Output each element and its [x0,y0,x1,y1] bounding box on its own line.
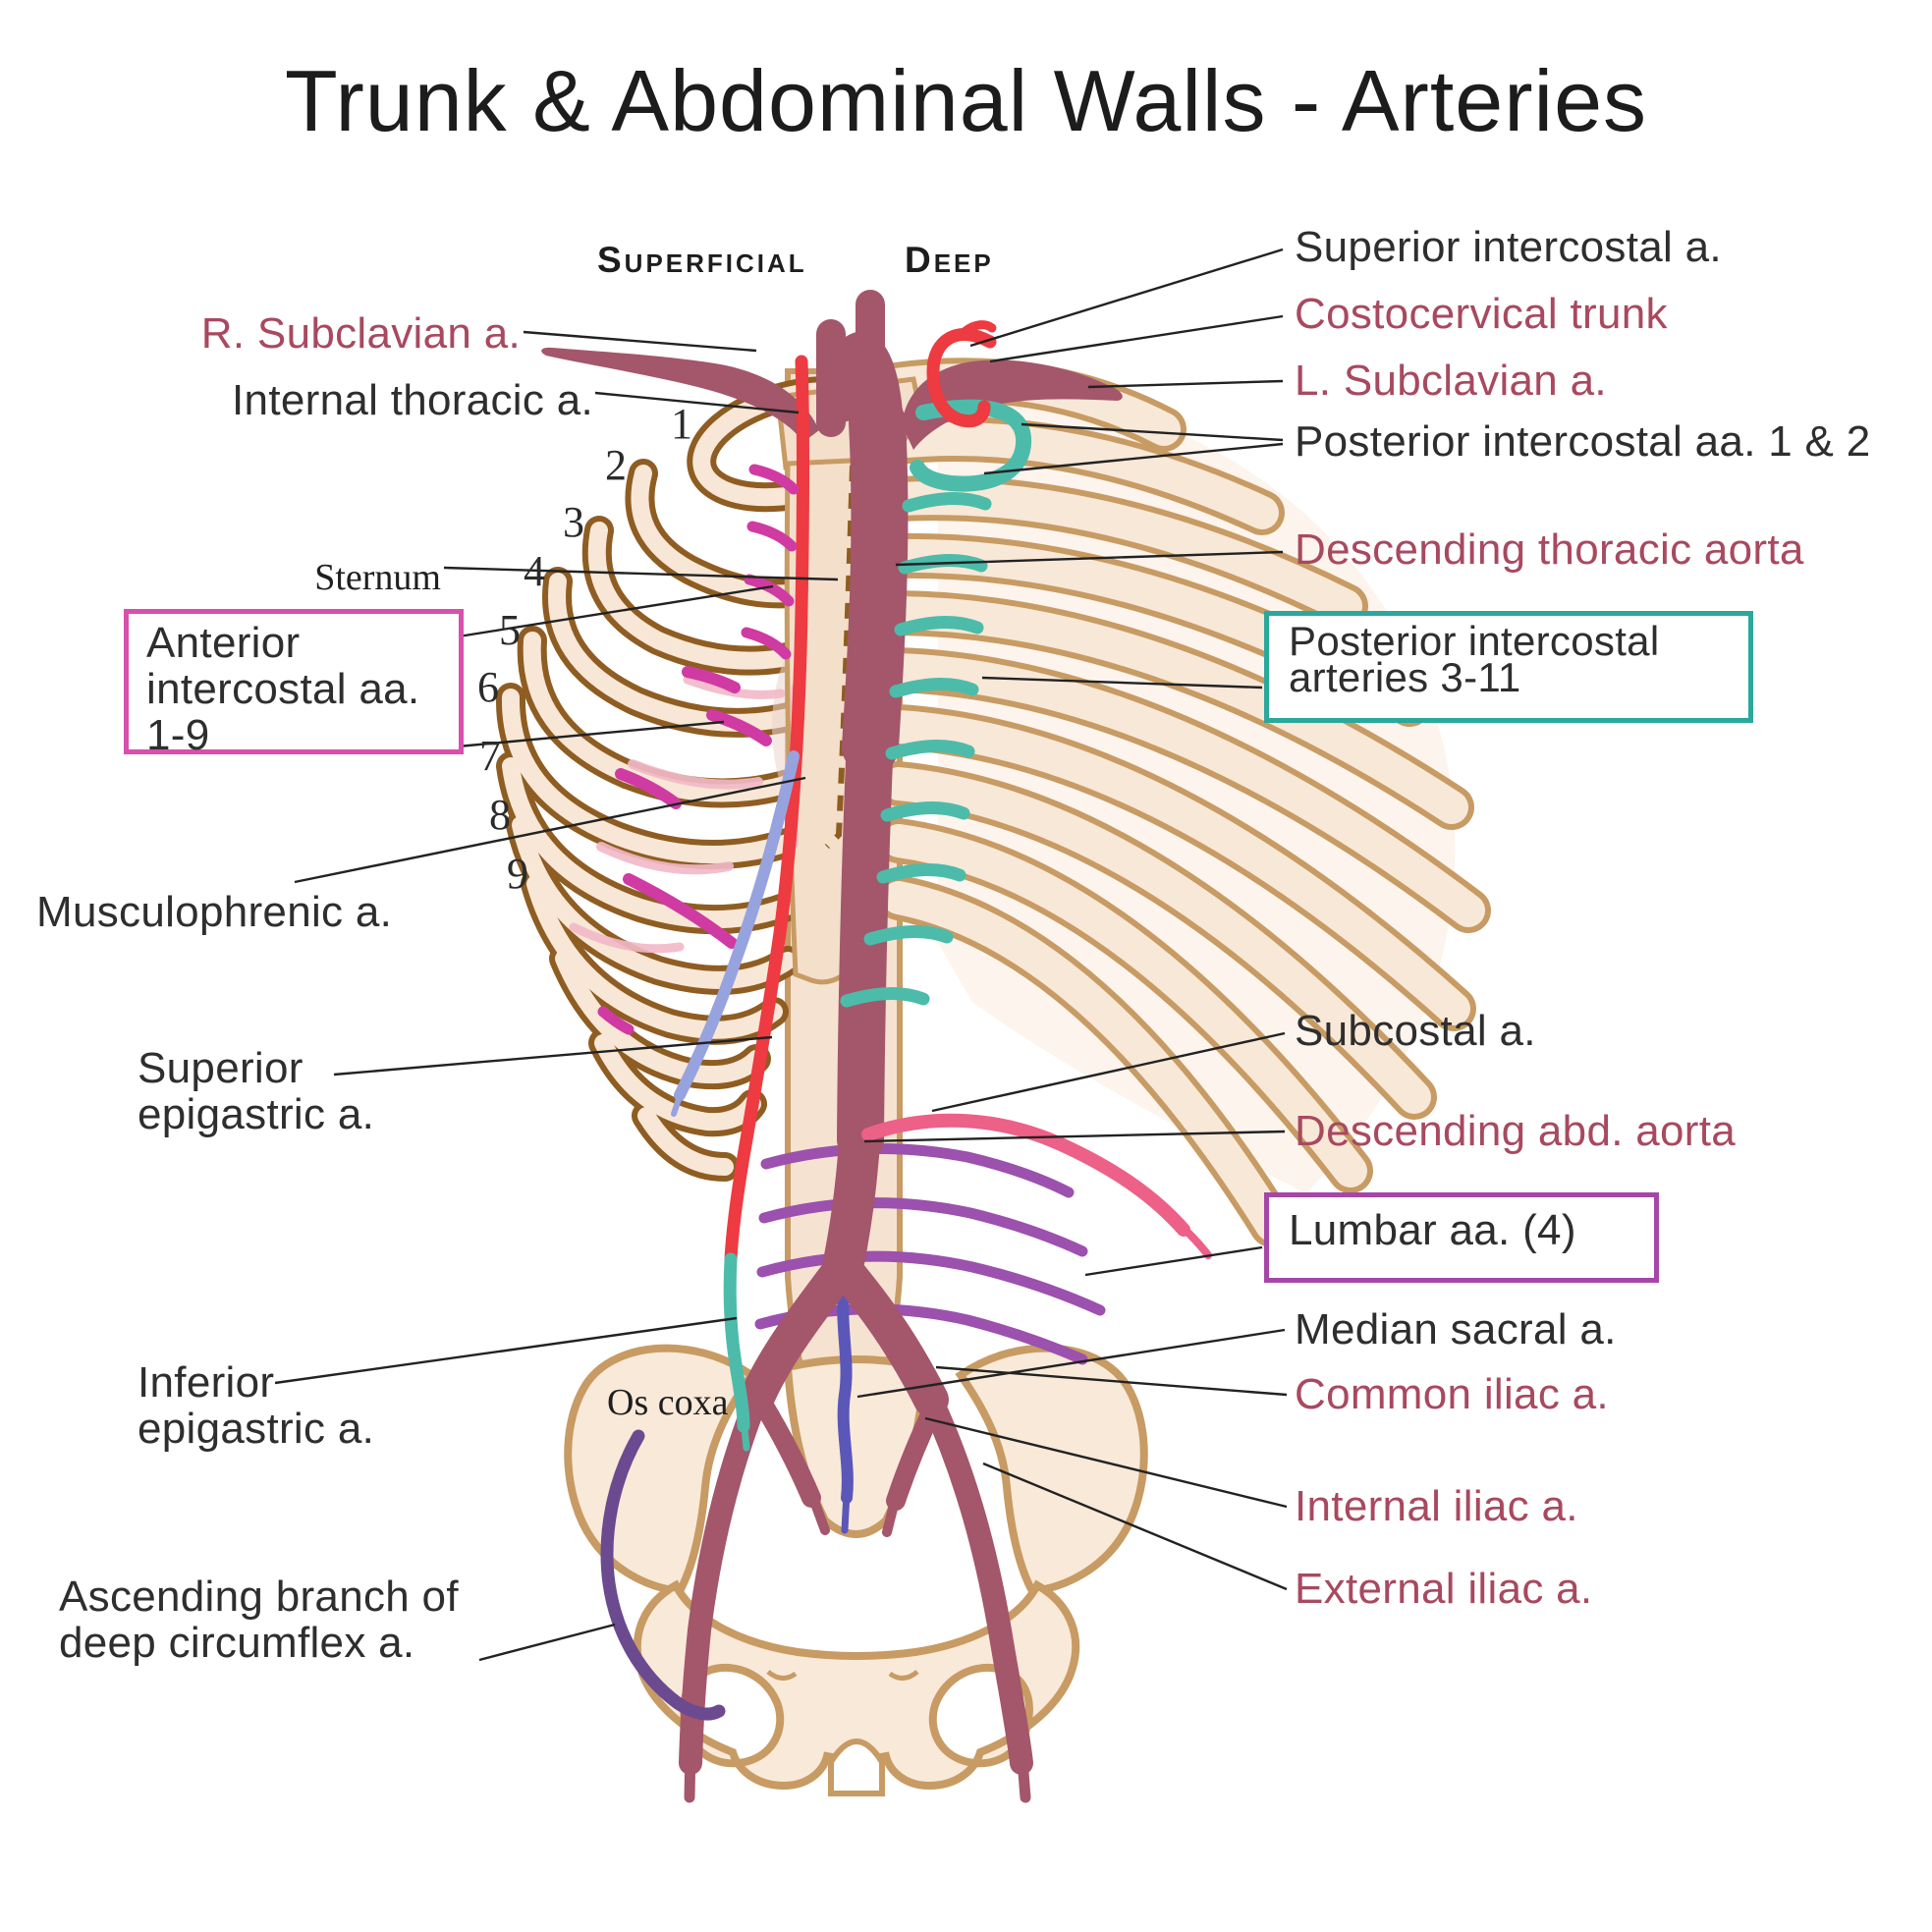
label-superior-intercostal: Superior intercostal a. [1295,223,1722,271]
r-subclavian-artery [541,347,819,442]
label-internal-iliac: Internal iliac a. [1295,1482,1578,1530]
label-descending-thoracic-aorta: Descending thoracic aorta [1295,525,1804,574]
ribcage-deep-right [896,378,1468,1225]
label-subcostal: Subcostal a. [1295,1007,1536,1055]
label-inferior-epigastric: Inferior epigastric a. [138,1358,375,1454]
common-iliac-right [825,1249,949,1417]
leader-lines [274,248,1288,1662]
boxed-label-posterior-intercostal-3-11: Posterior intercostal arteries 3-11 [1264,611,1753,723]
label-ascending-circumflex: Ascending branch of deep circumflex a. [59,1573,459,1668]
label-r-subclavian: R. Subclavian a. [200,309,521,358]
label-external-iliac: External iliac a. [1295,1565,1593,1613]
rib-number-7: 7 [479,732,501,780]
subcostal-artery [861,1113,1212,1259]
label-descending-abd-aorta: Descending abd. aorta [1295,1107,1737,1155]
header-superficial: Superficial [597,240,807,280]
internal-thoracic-artery [724,320,997,1266]
aorta [541,290,1123,1803]
rib-number-5: 5 [499,606,521,654]
musculophrenic-artery [671,750,800,1117]
internal-iliac-left [752,1393,821,1508]
aortic-arch-crown [820,331,904,434]
rib-number-9: 9 [507,850,528,898]
boxed-label-anterior-intercostal: Anterior intercostal aa. 1-9 [124,609,464,758]
label-common-iliac: Common iliac a. [1295,1370,1609,1418]
external-iliac-left [679,1383,770,1775]
rib-number-3: 3 [563,498,584,546]
common-iliac-left [741,1249,860,1412]
label-superior-epigastric: Superior epigastric a. [138,1044,375,1139]
header-deep: Deep [905,240,994,280]
rib-number-2: 2 [605,441,627,489]
external-iliac-right [919,1388,1033,1775]
page-title: Trunk & Abdominal Walls - Arteries [284,52,1648,149]
label-sternum: Sternum [314,557,441,598]
label-posterior-intercostal-1-2: Posterior intercostal aa. 1 & 2 [1295,417,1871,466]
rib-number-4: 4 [524,547,545,595]
rib-number-8: 8 [489,791,511,839]
rib-number-6: 6 [477,663,499,711]
label-costocervical: Costocervical trunk [1295,290,1668,338]
boxed-label-lumbar: Lumbar aa. (4) [1264,1192,1659,1283]
aortic-trunk [842,394,909,775]
anterior-intercostal-arteries [597,464,800,1035]
label-l-subclavian: L. Subclavian a. [1295,357,1607,405]
costocervical-trunk-loop [926,328,997,428]
median-sacral-artery [837,1271,854,1534]
label-musculophrenic: Musculophrenic a. [36,888,393,936]
sternum-midline-dashed [824,465,856,850]
label-os-coxa: Os coxa [607,1382,729,1423]
deep-circumflex-artery [600,1429,726,1721]
label-median-sacral: Median sacral a. [1295,1305,1617,1353]
rib-number-1: 1 [671,400,692,448]
label-internal-thoracic: Internal thoracic a. [232,376,593,424]
inferior-epigastric-artery [723,1252,750,1452]
internal-iliac-right [886,1395,945,1511]
l-subclavian-artery [902,359,1123,450]
